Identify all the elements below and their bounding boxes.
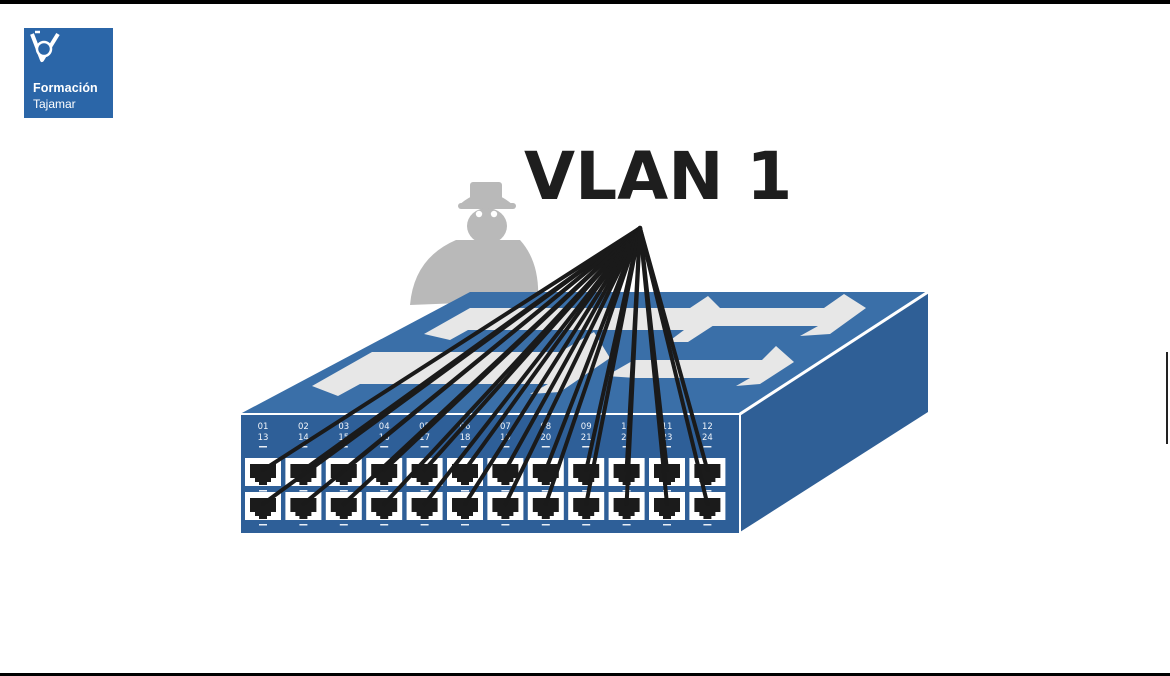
vlan-cable	[638, 226, 669, 506]
spy-figure-icon	[410, 182, 539, 305]
logo-text-tajamar: Tajamar	[33, 97, 76, 111]
port-label-top: 09	[581, 422, 592, 432]
vlan-cable	[301, 226, 642, 472]
port-label-top: 03	[338, 422, 349, 432]
port-indicator	[541, 446, 550, 448]
logo-text-formacion: Formación	[33, 81, 98, 95]
port-label-top: 12	[702, 422, 713, 432]
port-label-bottom: 15	[338, 433, 349, 443]
ethernet-port	[245, 492, 281, 526]
port-label-bottom: 20	[540, 433, 551, 443]
port-indicator	[501, 446, 510, 448]
port-label-top: 10	[621, 422, 632, 432]
port-indicator	[663, 446, 671, 448]
vlan-cable	[543, 226, 642, 506]
vlan-cable-bundle	[261, 226, 710, 506]
ethernet-port	[366, 458, 403, 492]
switch-side-face	[740, 292, 928, 532]
port-label-bottom: 23	[662, 433, 673, 443]
vlan-cable	[638, 226, 710, 506]
port-indicator	[461, 446, 469, 448]
right-edge-mark	[1166, 352, 1168, 444]
port-label-top: 11	[662, 422, 673, 432]
port-label-bottom: 13	[258, 433, 269, 443]
port-label-top: 02	[298, 422, 309, 432]
vlan-cable	[422, 226, 642, 472]
logo-mark-icon	[30, 30, 60, 62]
port-indicator	[420, 446, 429, 448]
vlan-cable	[341, 226, 642, 472]
port-label-bottom: 18	[460, 433, 471, 443]
vlan-cable	[422, 226, 642, 506]
port-label-top: 08	[540, 422, 551, 432]
port-indicator	[259, 446, 267, 448]
switch-edge-highlight	[739, 290, 929, 416]
port-indicator	[703, 446, 712, 448]
vlan-cable	[261, 226, 642, 472]
port-indicator	[299, 446, 308, 448]
port-label-top: 04	[379, 422, 390, 432]
ethernet-port	[406, 492, 443, 526]
vlan-cable	[463, 226, 642, 472]
port-indicator	[380, 446, 389, 448]
ethernet-port	[447, 458, 483, 492]
port-label-top: 07	[500, 422, 511, 432]
vlan-title: VLAN 1	[524, 138, 793, 215]
vlan-cable	[463, 226, 642, 506]
bottom-frame-border	[0, 673, 1170, 676]
port-label-bottom: 24	[702, 433, 713, 443]
port-indicator	[582, 446, 591, 448]
formacion-tajamar-logo: Formación Tajamar	[24, 28, 113, 118]
vlan-cable	[584, 226, 642, 506]
port-label-top: 01	[258, 422, 269, 432]
vlan-cable	[503, 226, 642, 472]
port-label-bottom: 17	[419, 433, 430, 443]
vlan-cable	[503, 226, 642, 506]
port-label-bottom: 21	[581, 433, 592, 443]
port-label-bottom: 14	[298, 433, 309, 443]
ethernet-port	[245, 458, 281, 492]
vlan-cable	[624, 226, 642, 506]
vlan-cable	[382, 226, 642, 472]
ethernet-port	[608, 492, 645, 526]
top-frame-border	[0, 0, 1170, 4]
